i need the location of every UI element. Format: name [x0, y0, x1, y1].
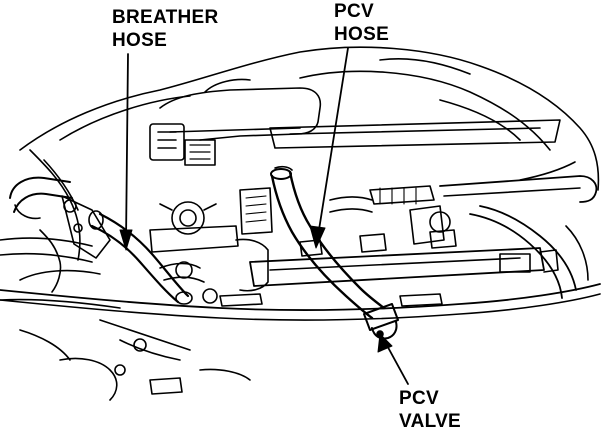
pcv-hose-label-line2: HOSE: [334, 24, 390, 45]
pcv-hose-drawing: [270, 165, 386, 320]
lower-harness: [0, 283, 601, 401]
pcv-valve-label-line2: VALVE: [399, 411, 462, 432]
fuel-rail: [249, 229, 559, 287]
leader-lines: [119, 47, 409, 385]
breather-hose-label-line1: BREATHER: [112, 7, 219, 28]
breather-hose: [88, 210, 205, 305]
pcv-hose-label-line1: PCV: [334, 1, 374, 22]
left-side-components: [0, 149, 121, 309]
engine-top-outline: [19, 46, 600, 191]
breather-hose-label-line2: HOSE: [112, 30, 168, 51]
right-side-components: [329, 161, 598, 299]
pcv-hose-label: PCV HOSE: [334, 0, 389, 46]
pcv-valve-label: PCV VALVE: [399, 387, 461, 433]
intake-plenum: [149, 78, 561, 166]
throttle-body: [149, 187, 273, 304]
pcv-valve-label-line1: PCV: [399, 388, 439, 409]
breather-hose-label: BREATHER HOSE: [112, 6, 219, 52]
